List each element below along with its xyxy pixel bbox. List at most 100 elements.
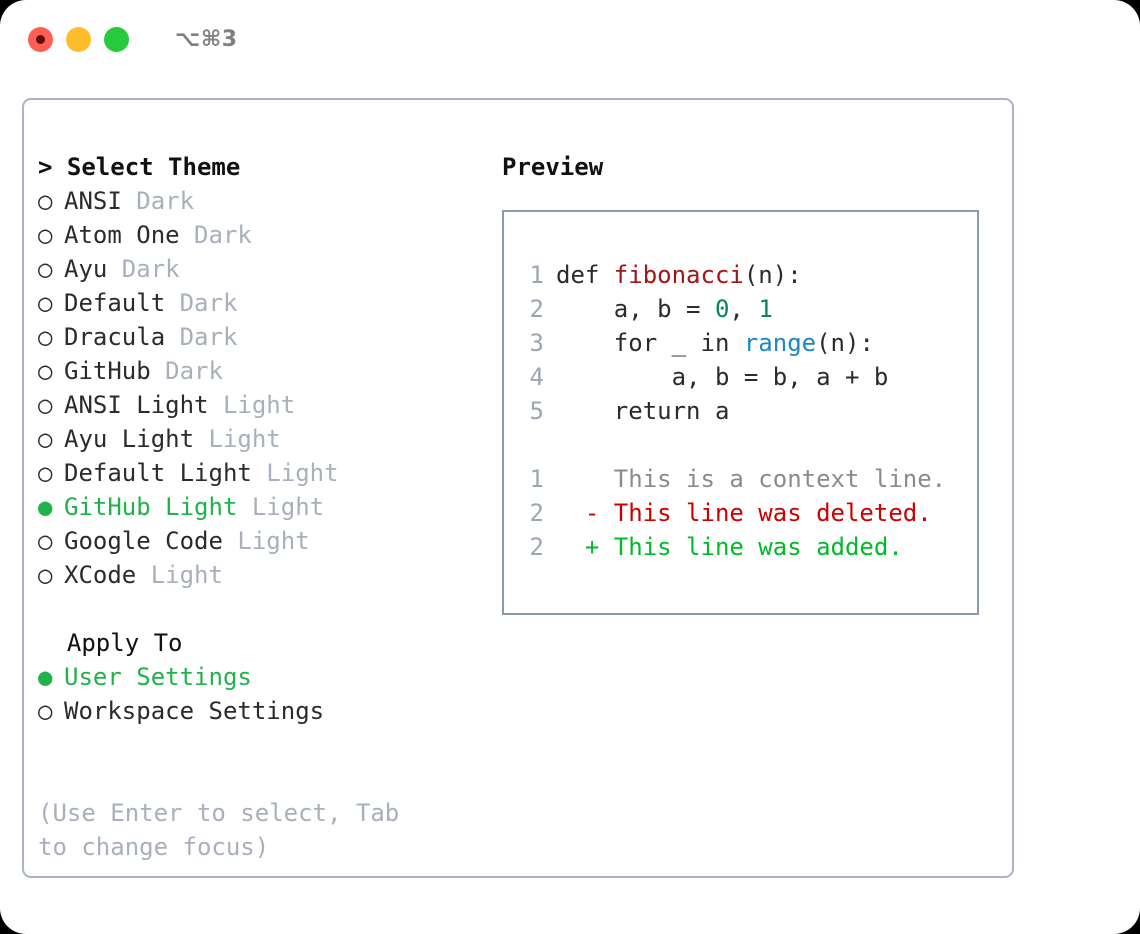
theme-option-label: Atom One [64, 221, 180, 249]
hint-spacer [38, 728, 488, 762]
radio-selected-icon: ● [38, 493, 53, 521]
title-bar: ⌥⌘3 [0, 0, 1140, 78]
diff-text: This line was added. [613, 533, 903, 561]
diff-block: 1 This is a context line.2 - This line w… [504, 462, 977, 564]
theme-option-tag: Dark [107, 255, 180, 283]
theme-option-label: GitHub Light [64, 493, 238, 521]
theme-option-label: XCode [64, 561, 137, 589]
code-token-plain: a, b = b, a + b [556, 363, 889, 391]
main-panel: > Select Theme ○ANSI Dark○Atom One Dark○… [22, 98, 1014, 878]
line-number: 2 [529, 295, 544, 323]
diff-marker [556, 465, 614, 493]
theme-option-github-light[interactable]: ● GitHub Light Light [38, 490, 488, 524]
theme-option-ansi[interactable]: ○ ANSI Dark [38, 184, 488, 218]
apply-to-option-workspace-settings[interactable]: ○Workspace Settings [38, 694, 488, 728]
radio-unselected-icon: ○ [38, 561, 53, 589]
radio-unselected-icon: ○ [38, 459, 53, 487]
theme-option-tag: Dark [165, 323, 238, 351]
diff-line-ctx: 1 This is a context line. [504, 462, 977, 496]
radio-unselected-icon: ○ [38, 255, 53, 283]
theme-option-label: ANSI Light [64, 391, 209, 419]
theme-option-ayu-light[interactable]: ○Ayu Light Light [38, 422, 488, 456]
code-token-plain: (n): [816, 329, 874, 357]
diff-marker: - [556, 499, 614, 527]
apply-to-option-label: User Settings [64, 663, 252, 691]
code-token-builtin: range [743, 329, 817, 357]
code-token-plain: def [556, 261, 614, 289]
radio-unselected-icon: ○ [38, 323, 53, 351]
theme-option-ayu[interactable]: ○ Ayu Dark [38, 252, 488, 286]
theme-option-label: Google Code [64, 527, 223, 555]
apply-to-option-user-settings[interactable]: ● User Settings [38, 660, 488, 694]
diff-text: This line was deleted. [613, 499, 932, 527]
theme-option-default-light[interactable]: ○ Default Light Light [38, 456, 488, 490]
theme-option-tag: Dark [179, 221, 252, 249]
apply-to-header: Apply To [38, 629, 183, 657]
theme-option-google-code[interactable]: ○ Google Code Light [38, 524, 488, 558]
radio-unselected-icon: ○ [38, 357, 53, 385]
line-number: 5 [529, 397, 544, 425]
line-number: 2 [529, 499, 544, 527]
theme-option-dracula[interactable]: ○ Dracula Dark [38, 320, 488, 354]
theme-option-label: Default Light [64, 459, 252, 487]
close-icon [36, 34, 45, 44]
code-token-plain: for _ in [556, 329, 744, 357]
traffic-lights [28, 26, 129, 52]
theme-option-tag: Light [222, 527, 310, 555]
code-token-plain: (n): [743, 261, 802, 289]
diff-marker: + [556, 533, 614, 561]
code-line: 2 a, b = 0, 1 [504, 292, 977, 326]
diff-text: This is a context line. [613, 465, 947, 493]
hint-spacer-2 [38, 762, 488, 796]
line-number: 4 [529, 363, 544, 391]
theme-option-label: ANSI [64, 187, 122, 215]
diff-line-add: 2 + This line was added. [504, 530, 977, 564]
code-token-plain: return a [556, 397, 730, 425]
theme-list[interactable]: ○ ANSI Dark ○ Atom One Dark ○ Ayu Dark ○ Defaul… [38, 184, 488, 592]
theme-option-ansi-light[interactable]: ○ ANSI Light Light [38, 388, 488, 422]
theme-option-default[interactable]: ○ Default Dark [38, 286, 488, 320]
theme-option-label: Ayu [64, 255, 108, 283]
radio-unselected-icon: ○ [38, 289, 53, 317]
code-token-num: 1 [758, 295, 773, 323]
apply-to-list[interactable]: ● User Settings ○Workspace Settings [38, 660, 488, 728]
theme-selector-column: > Select Theme ○ANSI Dark○Atom One Dark○… [38, 150, 488, 864]
theme-option-tag: Light [251, 459, 339, 487]
close-button[interactable] [28, 26, 53, 52]
radio-unselected-icon: ○ [38, 391, 53, 419]
code-token-plain: , [729, 295, 759, 323]
radio-unselected-icon: ○ [38, 187, 53, 215]
diff-line-del: 2 - This line was deleted. [504, 496, 977, 530]
theme-option-label: Dracula [64, 323, 166, 351]
theme-option-xcode[interactable]: ○XCode Light [38, 558, 488, 592]
theme-option-atom-one[interactable]: ○ Atom One Dark [38, 218, 488, 252]
theme-option-tag: Light [208, 391, 296, 419]
shortcut-label: ⌥⌘3 [175, 26, 238, 52]
code-diff-gap [504, 428, 977, 462]
preview-header: Preview [502, 153, 604, 181]
line-number: 3 [529, 329, 544, 357]
radio-unselected-icon: ○ [38, 527, 53, 555]
radio-unselected-icon: ○ [38, 425, 53, 453]
code-line: 3 for _ in range(n): [504, 326, 977, 360]
theme-option-tag: Light [237, 493, 325, 521]
code-token-num: 0 [714, 295, 730, 323]
radio-unselected-icon: ○ [38, 221, 53, 249]
radio-selected-icon: ● [38, 663, 53, 691]
theme-option-github[interactable]: ○GitHub Dark [38, 354, 488, 388]
theme-option-tag: Dark [121, 187, 195, 215]
code-line: 4 a, b = b, a + b [504, 360, 977, 394]
theme-option-label: GitHub [64, 357, 151, 385]
line-number: 1 [529, 261, 544, 289]
minimize-button[interactable] [66, 26, 91, 52]
theme-option-label: Default [64, 289, 166, 317]
theme-option-tag: Dark [165, 289, 238, 317]
select-theme-header: > Select Theme [38, 153, 241, 181]
maximize-button[interactable] [104, 26, 129, 52]
theme-option-label: Ayu Light [64, 425, 195, 453]
